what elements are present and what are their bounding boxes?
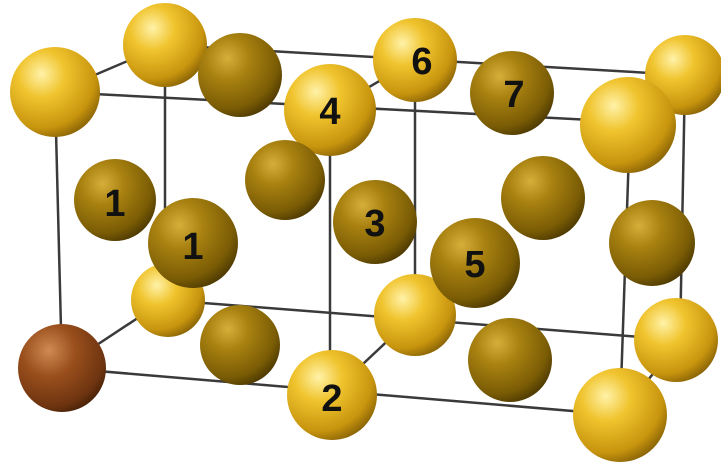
atom-labels: 1 1 2 3 4 5 6 7 [104, 41, 524, 420]
atom-light-gold [123, 3, 207, 87]
atom-label-6: 6 [411, 41, 432, 83]
atom-dark-gold [430, 218, 520, 308]
atoms [10, 3, 721, 462]
atom-dark-gold [148, 198, 238, 288]
atom-light-gold [287, 350, 377, 440]
atom-dark-gold [200, 305, 280, 385]
atom-light-gold [284, 64, 376, 156]
atom-light-gold [374, 274, 456, 356]
atom-light-gold [373, 18, 457, 102]
atom-light-gold [634, 298, 718, 382]
atom-label-7: 7 [503, 74, 524, 116]
atom-label-1: 1 [182, 226, 203, 268]
cell-edge [678, 74, 687, 341]
atom-dark-gold [609, 200, 695, 286]
atom-light-gold [573, 368, 667, 462]
atom-light-gold [580, 77, 676, 173]
atom-dark-gold [501, 156, 585, 240]
atom-dark-gold [468, 318, 552, 402]
atom-label-4: 4 [319, 91, 340, 133]
atom-label-1: 1 [104, 183, 125, 225]
atom-dark-gold [198, 33, 282, 117]
atom-label-3: 3 [364, 203, 385, 245]
atom-copper [18, 324, 106, 412]
atom-dark-gold [245, 140, 325, 220]
atom-label-5: 5 [464, 244, 485, 286]
atom-light-gold [10, 47, 100, 137]
atom-dark-gold [74, 159, 156, 241]
atom-dark-gold [333, 180, 417, 264]
atom-dark-gold [470, 51, 554, 135]
atom-label-2: 2 [321, 378, 342, 420]
cell-edge [53, 91, 64, 369]
